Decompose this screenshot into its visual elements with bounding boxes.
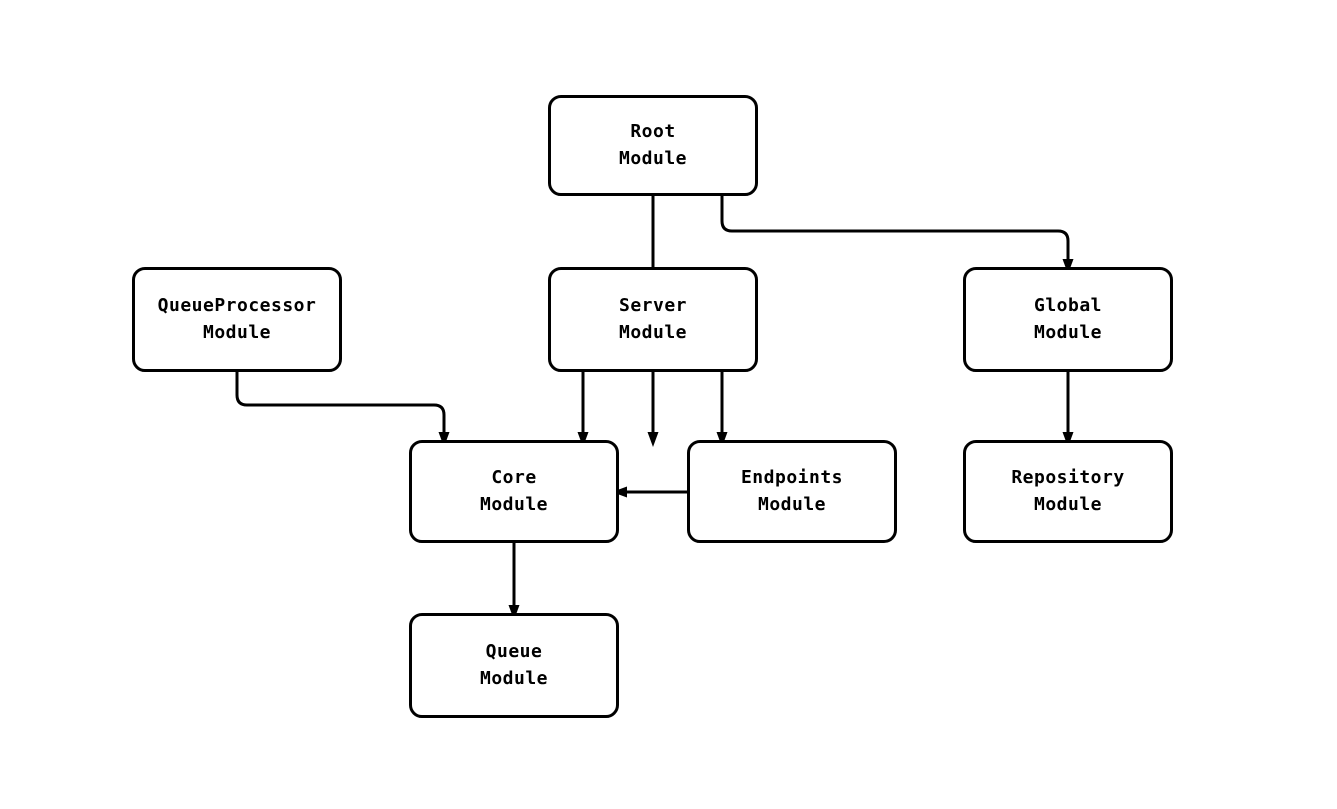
- node-label-name: Endpoints: [740, 466, 844, 488]
- node-label-suffix: Module: [618, 322, 688, 343]
- node-label-name: Global: [1033, 294, 1103, 316]
- node-label-suffix: Module: [1033, 494, 1103, 515]
- node-label-suffix: Module: [479, 494, 549, 515]
- node-label-name: Core: [491, 466, 537, 488]
- arrowhead-server-to-core: [577, 432, 589, 447]
- arrowhead-root-to-server: [647, 432, 659, 447]
- node-label-name: Queue: [485, 640, 543, 662]
- arrowhead-server-to-endpoints: [716, 432, 728, 447]
- arrowhead-global-to-repository: [1062, 432, 1074, 447]
- node-label-name: Server: [618, 294, 688, 316]
- arrowhead-endpoints-to-core: [612, 486, 627, 498]
- edge-arrowheads: [438, 259, 1074, 620]
- node-label-suffix: Module: [202, 322, 272, 343]
- edge-root-to-global: [720, 196, 1070, 259]
- node-label-suffix: Module: [1033, 322, 1103, 343]
- arrowhead-core-to-queue: [508, 605, 520, 620]
- node-label-name: Root: [630, 120, 676, 142]
- node-label-suffix: Module: [479, 668, 549, 689]
- edge-queueprocessor-to-core: [235, 372, 446, 432]
- node-label-name: Repository: [1011, 466, 1125, 488]
- arrowhead-queueprocessor-to-core: [438, 432, 450, 447]
- arrowhead-root-to-global: [1062, 259, 1074, 274]
- node-label-suffix: Module: [618, 148, 688, 169]
- node-label-suffix: Module: [757, 494, 827, 515]
- node-label-name: QueueProcessor: [157, 294, 317, 316]
